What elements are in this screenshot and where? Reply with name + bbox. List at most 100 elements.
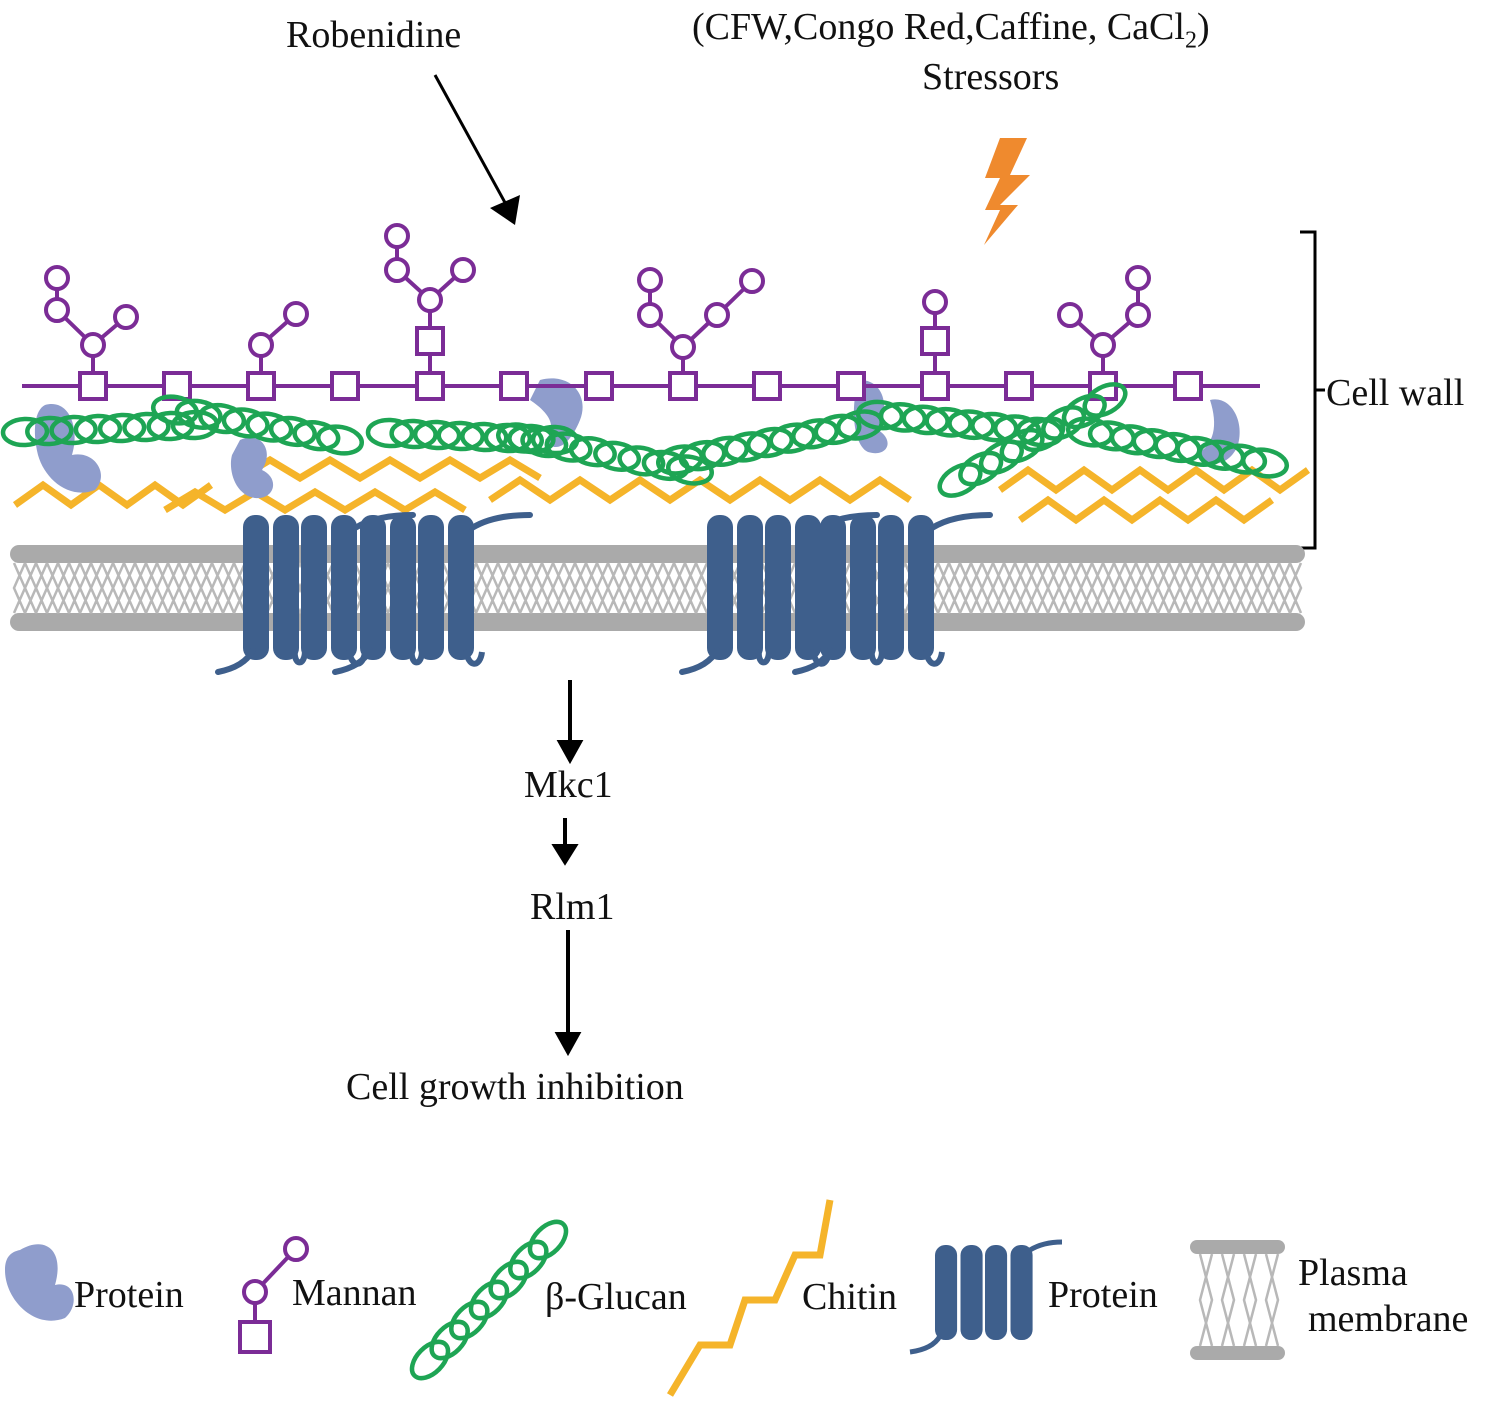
glucan-ring <box>978 439 1024 475</box>
plasma-membrane <box>10 545 1305 631</box>
mannan-sugar <box>113 304 139 330</box>
glucan-ring <box>436 420 485 452</box>
glucan-ring <box>389 418 438 450</box>
mannan-unit <box>499 371 529 401</box>
mannan-sugar <box>450 257 476 283</box>
mannan-unit <box>415 326 445 356</box>
transmembrane-protein <box>215 512 416 675</box>
glucan-ring <box>315 424 365 456</box>
cell-wall-bracket <box>1300 230 1325 550</box>
mannan-unit <box>330 371 360 401</box>
mannan-sugar <box>1125 265 1151 291</box>
mannan-sugar <box>384 223 410 249</box>
glucan-ring <box>174 398 223 430</box>
lightning-icon <box>984 138 1030 245</box>
mannan-sugar <box>44 297 70 323</box>
glucan-ring <box>97 412 147 444</box>
mannan-unit <box>78 371 108 401</box>
glucan-ring <box>1061 393 1107 430</box>
mannan-sugar <box>248 332 274 358</box>
glucan-ring <box>665 454 715 486</box>
legend-plasma-membrane-label-2: membrane <box>1308 1298 1469 1340</box>
glucan-ring <box>568 436 617 468</box>
glucan-ring <box>412 419 462 451</box>
glucan-ring <box>1240 447 1290 479</box>
legend-glucan-label: β-Glucan <box>545 1276 687 1318</box>
chitin-layer <box>12 455 1311 525</box>
mannan-sugar <box>670 334 696 360</box>
chitin-strand <box>488 475 912 505</box>
mannan-unit <box>1173 371 1203 401</box>
transmembrane-proteins <box>215 512 993 675</box>
pathway-mkc1: Mkc1 <box>524 764 613 806</box>
mannan-sugar <box>1090 332 1116 358</box>
legend-glucan-icon <box>409 1219 569 1381</box>
glucan-ring <box>150 394 200 426</box>
mannan-sugar <box>739 268 765 294</box>
mannan-sugar <box>637 302 663 328</box>
glucan-layer <box>0 382 1290 498</box>
pathway-cell-growth-inhibition: Cell growth inhibition <box>346 1066 684 1108</box>
pathway-arrows <box>551 680 584 1057</box>
glucan-ring <box>1020 416 1066 453</box>
mannan-sugar <box>637 267 663 293</box>
legend-membrane-icon <box>1190 1240 1285 1360</box>
glucan-ring <box>198 402 247 435</box>
glucan-ring <box>617 445 666 477</box>
transmembrane-protein <box>792 512 993 675</box>
chitin-strand <box>238 455 542 483</box>
glucan-ring <box>25 415 74 447</box>
stressor-agents-label: (CFW,Congo Red,Caffine, CaCl2) <box>692 6 1210 54</box>
mannan-unit <box>1004 371 1034 401</box>
glucan-ring <box>268 415 317 448</box>
mannan-layer <box>22 223 1260 401</box>
mannan-unit <box>246 371 276 401</box>
mannan-unit <box>415 371 445 401</box>
mannan-unit <box>752 371 782 401</box>
mannan-sugar <box>80 332 106 358</box>
glucan-ring <box>221 407 270 439</box>
chitin-strand <box>997 465 1311 495</box>
mannan-sugar <box>417 287 443 313</box>
glucan-ring <box>958 450 1004 487</box>
legend-protein-transmembrane-label: Protein <box>1048 1274 1158 1316</box>
mannan-sugar <box>922 289 948 315</box>
glucan-ring <box>937 462 983 498</box>
legend-transmembrane-protein-icon <box>909 1239 1063 1355</box>
legend-plasma-membrane-label-1: Plasma <box>1298 1252 1408 1294</box>
glucan-ring <box>999 427 1045 464</box>
mannan-unit <box>920 371 950 401</box>
legend-protein-peripheral-label: Protein <box>74 1274 184 1316</box>
glucan-ring <box>365 417 415 449</box>
glucan-ring <box>544 431 593 463</box>
peripheral-protein <box>230 437 274 499</box>
legend-chitin-icon <box>666 1199 834 1397</box>
glucan-ring <box>460 421 509 453</box>
glucan-ring <box>813 413 862 446</box>
mannan-unit <box>920 326 950 356</box>
mannan-sugar <box>44 265 70 291</box>
glucan-ring <box>245 411 294 443</box>
transmembrane-protein <box>332 512 533 675</box>
glucan-ring <box>73 413 123 445</box>
glucan-ring <box>0 416 50 448</box>
mannan-sugar <box>704 302 730 328</box>
glucan-ring <box>122 411 171 443</box>
mannan-sugar <box>1125 302 1151 328</box>
mannan-unit <box>836 371 866 401</box>
mannan-sugar <box>1057 302 1083 328</box>
robenidine-label: Robenidine <box>286 14 462 56</box>
mannan-unit <box>668 371 698 401</box>
stressors-label: Stressors <box>922 56 1060 98</box>
mannan-unit <box>584 371 614 401</box>
legend-mannan-icon <box>238 1236 309 1354</box>
glucan-ring <box>1082 382 1128 418</box>
glucan-ring <box>49 414 98 446</box>
glucan-ring <box>593 440 642 472</box>
glucan-ring <box>495 422 545 454</box>
pathway-rlm1: Rlm1 <box>530 886 615 928</box>
legend-protein-icon <box>5 1244 74 1321</box>
glucan-ring <box>1219 443 1268 475</box>
robenidine-arrow <box>433 74 520 225</box>
